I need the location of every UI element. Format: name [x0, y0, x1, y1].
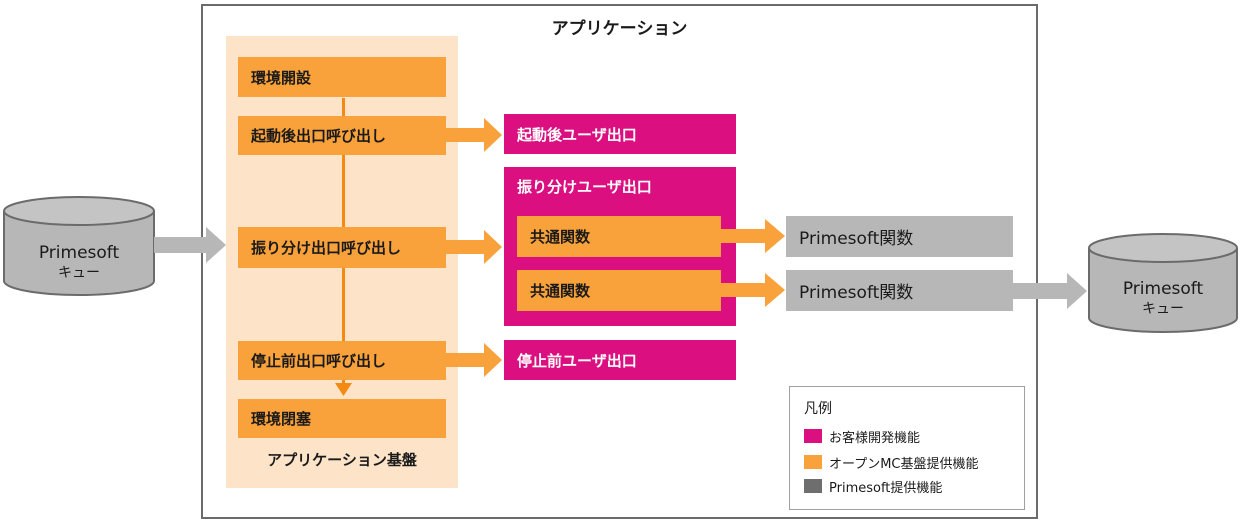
output-queue-name: Primesoft: [1122, 279, 1204, 299]
input-queue-subname: キュー: [58, 265, 100, 281]
primesoft-function-box-2: Primesoft関数: [786, 270, 1013, 311]
output-queue-arrow: [1013, 273, 1087, 309]
common-function-box-1: 共通関数: [517, 216, 721, 257]
input-queue-label: Primesoft キュー: [2, 243, 156, 283]
input-queue-arrow: [154, 227, 226, 263]
output-queue-cylinder: [1088, 233, 1238, 333]
startup-call-box: 起動後出口呼び出し: [238, 116, 446, 155]
primesoft-function-box-1: Primesoft関数: [786, 216, 1013, 257]
output-queue-subname: キュー: [1142, 301, 1184, 317]
startup-arrow: [446, 118, 502, 152]
env-close-box: 環境閉塞: [238, 399, 446, 438]
startup-user-exit: 起動後ユーザ出口: [504, 114, 736, 154]
common-function-box-2: 共通関数: [517, 270, 721, 311]
legend-title: 凡例: [804, 401, 832, 417]
legend-swatch-customer: [804, 429, 822, 443]
legend: [789, 386, 1025, 510]
input-queue-cylinder: [3, 196, 155, 296]
application-platform-label: アプリケーション基盤: [267, 451, 417, 469]
application-title: アプリケーション: [551, 19, 688, 39]
legend-label-customer: お客様開発機能: [829, 431, 921, 446]
flow-arrowhead: [335, 383, 352, 396]
legend-swatch-platform: [804, 455, 822, 469]
env-open-box: 環境開設: [238, 57, 446, 97]
legend-label-platform: オープンMC基盤提供機能: [829, 457, 979, 472]
dispatch-arrow: [446, 230, 502, 264]
output-queue-label: Primesoft キュー: [1087, 279, 1239, 319]
common-func-arrow-2: [721, 273, 785, 307]
dispatch-call-box: 振り分け出口呼び出し: [238, 227, 446, 268]
common-func-arrow-1: [721, 219, 785, 253]
input-queue-name: Primesoft: [38, 243, 120, 263]
legend-label-primesoft: Primesoft提供機能: [829, 481, 943, 496]
stop-arrow: [446, 343, 502, 377]
legend-swatch-primesoft: [804, 479, 822, 493]
stop-call-box: 停止前出口呼び出し: [238, 341, 446, 380]
stop-user-exit: 停止前ユーザ出口: [504, 340, 736, 380]
dispatch-user-exit-label: 振り分けユーザ出口: [517, 178, 652, 196]
